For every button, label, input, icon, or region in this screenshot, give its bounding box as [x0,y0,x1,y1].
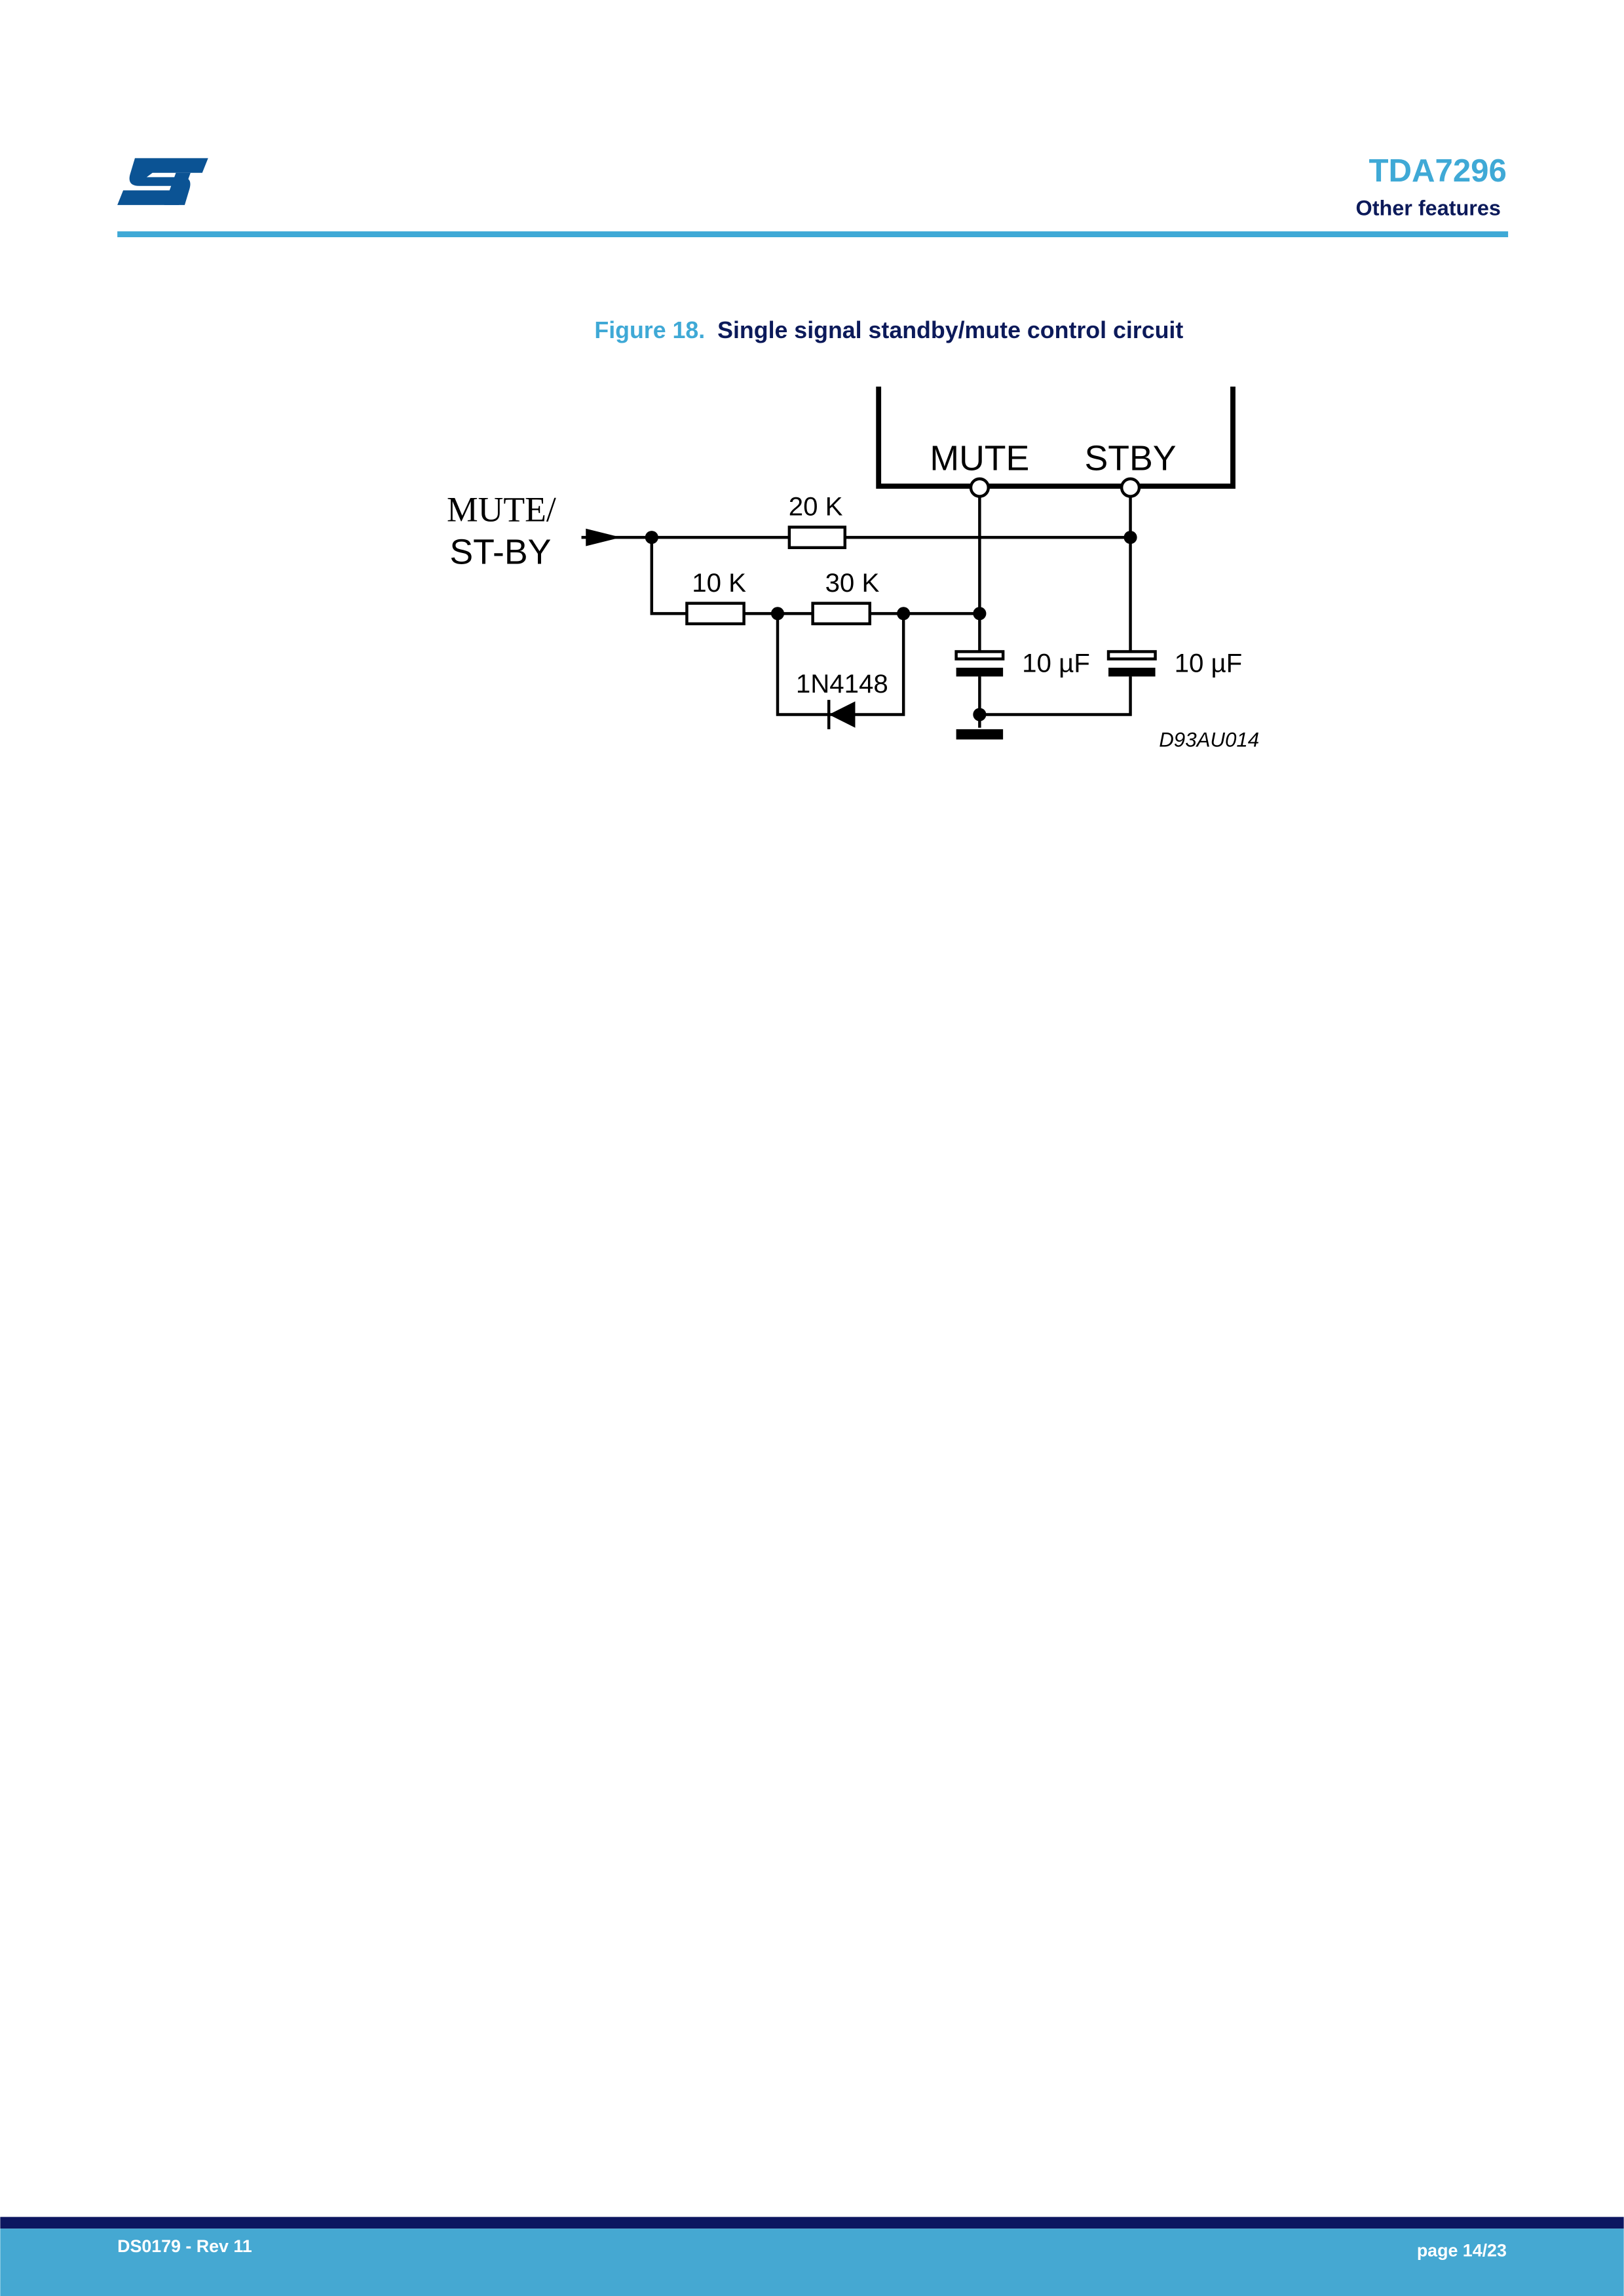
input-arrow-icon [586,528,621,546]
junction-dots [645,531,1137,721]
resistor-30k [811,602,872,626]
capacitor-stby-plate-neg [1108,668,1156,677]
doc-title: TDA7296 [1369,153,1506,189]
circuit-diagram: MUTE STBY MUTE/ ST-BY 20 K 10 K 30 K 1N4… [447,386,1259,752]
capacitor-mute-plate-neg [956,668,1004,677]
footer-doc-ref: DS0179 - Rev 11 [117,2236,252,2256]
pin-mute-terminal [969,477,991,498]
drawing-id: D93AU014 [1159,729,1259,752]
resistor-10k [685,602,746,626]
input-label-line1: MUTE/ [447,490,556,529]
footer-band [0,2229,1624,2296]
header-rule [117,231,1509,238]
footer-page-number: page 14/23 [1417,2241,1507,2261]
st-logo [117,158,208,205]
footer-dark-band [0,2217,1624,2229]
resistor-10k-label: 10 K [692,568,746,598]
resistor-20k [787,526,847,550]
input-label-line2: ST-BY [449,532,551,571]
resistor-30k-label: 30 K [825,568,880,598]
capacitor-stby-label: 10 µF [1175,649,1243,678]
wire-stby [979,496,1132,716]
figure-number: Figure 18. [594,317,705,343]
ic-outline [876,386,1236,489]
capacitor-stby-plate [1106,650,1157,660]
resistor-20k-label: 20 K [789,492,843,522]
section-title: Other features [1356,197,1501,220]
figure-caption: Figure 18. Single signal standby/mute co… [594,317,1183,343]
pin-mute-label: MUTE [930,438,1029,478]
diode-label: 1N4148 [796,669,888,698]
capacitor-mute-plate [954,650,1005,660]
wire-diode [776,613,905,716]
pin-stby-label: STBY [1085,438,1177,478]
ground-icon [956,729,1004,740]
pin-stby-terminal [1120,477,1141,498]
figure-title: Single signal standby/mute control circu… [717,317,1183,343]
capacitor-mute-label: 10 µF [1022,649,1090,678]
